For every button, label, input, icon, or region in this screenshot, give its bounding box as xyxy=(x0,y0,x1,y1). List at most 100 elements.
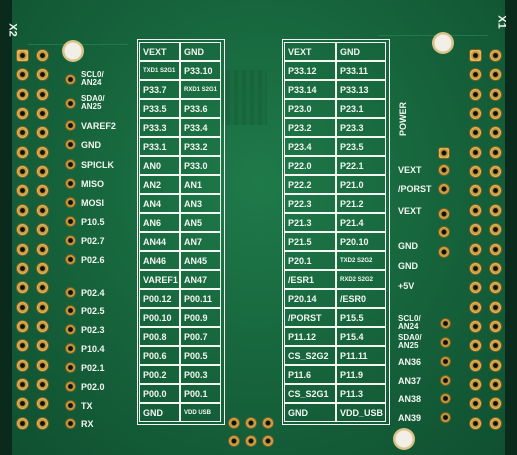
left-label-1: SDA0/AN25 xyxy=(81,95,105,111)
left-table-cell: AN5 xyxy=(180,213,221,232)
left-table-cell: P00.10 xyxy=(139,308,180,327)
left-table-cell: AN4 xyxy=(139,194,180,213)
left-header-pin xyxy=(17,50,28,61)
right-table-cell: P11.12 xyxy=(284,327,336,346)
left-label-line: P02.3 xyxy=(81,325,105,335)
left-label-pad xyxy=(66,419,75,428)
left-header-pin xyxy=(17,224,28,236)
right-header-pin xyxy=(490,224,501,236)
left-label-12: P02.3 xyxy=(81,326,105,335)
left-table-cell: AN3 xyxy=(180,194,221,213)
left-header-pin xyxy=(37,50,48,61)
left-table-cell: P00.11 xyxy=(180,289,221,308)
right-header-pin xyxy=(490,185,501,197)
left-label-pad xyxy=(66,306,75,315)
left-table-cell: P00.6 xyxy=(139,346,180,365)
left-table-cell: AN2 xyxy=(139,175,180,194)
right-label-line: AN24 xyxy=(398,322,419,331)
right-table-cell: P23.0 xyxy=(284,99,336,118)
left-header-pin xyxy=(17,185,28,197)
right-header-pin xyxy=(490,204,501,216)
left-header-pin xyxy=(37,417,48,429)
left-header-pin xyxy=(17,262,28,274)
designator-right: X1 xyxy=(495,15,508,29)
left-header-pin xyxy=(17,282,28,294)
left-table-frame xyxy=(137,39,225,425)
left-header-pin xyxy=(37,108,48,120)
board-edge-left xyxy=(0,0,12,455)
right-table-cell: P33.13 xyxy=(336,80,386,99)
left-label-5: MISO xyxy=(81,180,104,189)
left-label-14: P02.1 xyxy=(81,364,105,373)
left-table-cell: AN0 xyxy=(139,156,180,175)
left-label-line: P02.7 xyxy=(81,236,105,246)
left-label-15: P02.0 xyxy=(81,383,105,392)
left-table-cell: AN44 xyxy=(139,232,180,251)
left-header-pin xyxy=(17,378,28,390)
left-header-pin xyxy=(37,185,48,197)
right-label-4: GND xyxy=(398,262,418,271)
right-table-cell: P11.3 xyxy=(336,384,386,403)
bottom-pad xyxy=(263,436,273,446)
right-table-cell: P20.14 xyxy=(284,289,336,308)
left-label-16: TX xyxy=(81,402,93,411)
left-header-pin xyxy=(37,359,48,371)
left-table-cell: P00.8 xyxy=(139,327,180,346)
right-label-pad xyxy=(441,338,450,347)
left-label-pad xyxy=(66,99,75,108)
left-label-line: AN24 xyxy=(81,78,102,87)
left-label-6: MOSI xyxy=(81,199,104,208)
right-header-pin xyxy=(470,146,481,158)
left-header-pin xyxy=(37,340,48,352)
left-label-line: MISO xyxy=(81,179,105,189)
right-table-cell: P11.9 xyxy=(336,365,386,384)
left-header-pin xyxy=(37,243,48,255)
right-header-pin xyxy=(470,204,481,216)
power-pad xyxy=(439,209,449,219)
left-label-10: P02.4 xyxy=(81,289,105,298)
right-header-pin xyxy=(490,50,501,61)
left-label-line: GND xyxy=(81,140,101,150)
right-header-pin xyxy=(490,166,501,178)
right-header-pin xyxy=(470,340,481,352)
left-header-pin xyxy=(37,69,48,81)
left-label-pad xyxy=(66,325,75,334)
left-table-cell: GND xyxy=(139,403,180,422)
right-label-10: AN38 xyxy=(398,395,421,404)
right-label-pad xyxy=(441,413,450,422)
right-table-cell: RXD2 S2G2 xyxy=(336,270,386,289)
left-table-cell: P00.12 xyxy=(139,289,180,308)
right-header-pin xyxy=(490,243,501,255)
right-header-pin xyxy=(470,282,481,294)
left-header-pin xyxy=(37,88,48,100)
right-table-cell: P33.11 xyxy=(336,61,386,80)
left-header-pin xyxy=(17,301,28,313)
left-table-cell: P33.4 xyxy=(180,118,221,137)
right-label-pad xyxy=(441,357,450,366)
left-label-line: P02.4 xyxy=(81,288,105,298)
left-table-cell: P33.2 xyxy=(180,137,221,156)
right-table-cell: P15.5 xyxy=(336,308,386,327)
right-header-pin xyxy=(490,301,501,313)
left-label-pad xyxy=(66,236,75,245)
right-label-pad xyxy=(441,394,450,403)
right-header-pin xyxy=(490,108,501,120)
right-label-line: AN37 xyxy=(398,376,422,386)
left-label-line: AN25 xyxy=(81,102,102,111)
left-header-pin xyxy=(17,127,28,139)
right-label-line: GND xyxy=(398,241,418,251)
right-table-cell: P22.0 xyxy=(284,156,336,175)
left-table-cell: P00.0 xyxy=(139,384,180,403)
left-label-line: P02.1 xyxy=(81,363,105,373)
designator-left: X2 xyxy=(6,23,19,37)
left-label-pad xyxy=(66,363,75,372)
left-header-pin xyxy=(17,243,28,255)
bottom-pad xyxy=(246,436,256,446)
right-label-line: AN39 xyxy=(398,413,422,423)
left-label-4: SPICLK xyxy=(81,161,114,170)
right-label-line: AN38 xyxy=(398,394,422,404)
left-header-pin xyxy=(17,166,28,178)
power-pad xyxy=(439,247,449,257)
left-label-pad xyxy=(66,198,75,207)
